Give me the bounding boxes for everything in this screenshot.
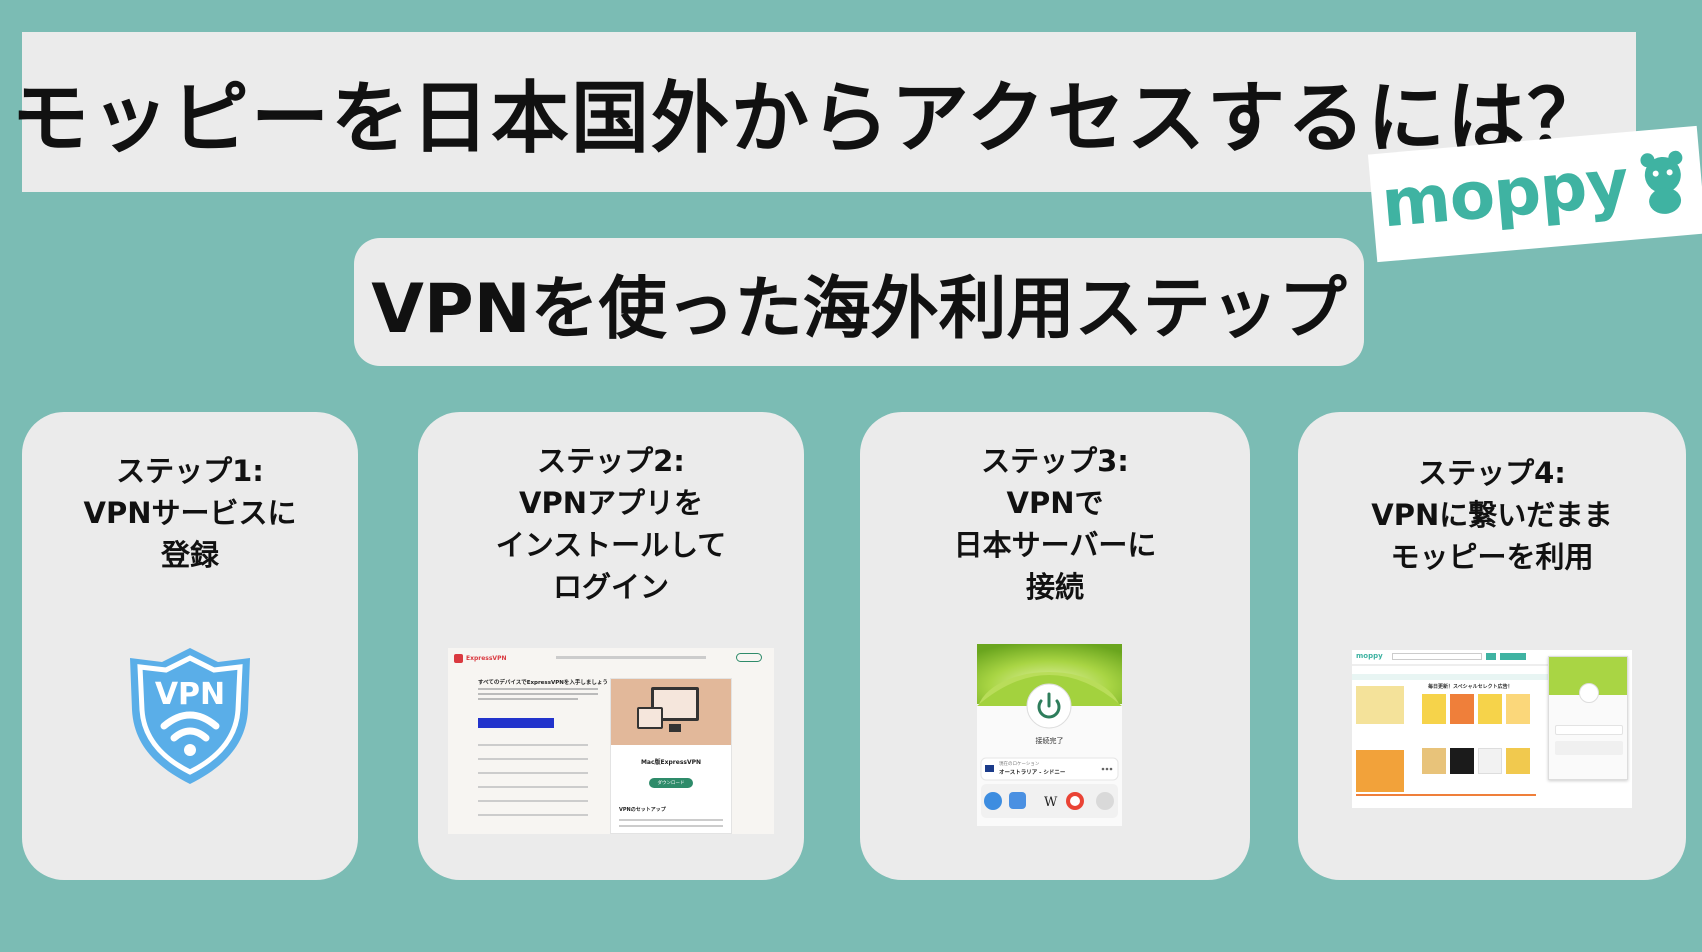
download-button: ダウンロード (649, 778, 693, 788)
panel-title: Mac版ExpressVPN (640, 759, 702, 766)
step-label-2: ステップ2: VPNアプリを インストールして ログイン (495, 444, 727, 604)
step-card-3: ステップ3: VPNで 日本サーバーに 接続 (860, 412, 1250, 880)
step-label-4: ステップ4: VPNに繋いだまま モッピーを利用 (1371, 456, 1613, 574)
step-card-4: ステップ4: VPNに繋いだまま モッピーを利用 moppy 毎日更新！スペシャ… (1298, 412, 1686, 880)
subtitle: VPNを使った海外利用ステップ (371, 269, 1347, 349)
wikipedia-icon: W (1044, 795, 1058, 810)
shield-text: VPN (155, 677, 225, 712)
moppy-logo: moppy (1367, 125, 1702, 263)
step-label-1: ステップ1: VPNサービスに 登録 (83, 454, 297, 572)
page-title: モッピーを日本国外からアクセスするには？ (10, 74, 1608, 164)
expressvpn-brand: ExpressVPN (466, 655, 507, 662)
current-location: オーストラリア - シドニー (999, 770, 1066, 776)
moppy-site-with-vpn-screenshot: moppy 毎日更新！スペシャルセレクト広告！ (1352, 650, 1632, 808)
screenshot-heading: すべてのデバイスでExpressVPNを入手しましょう (478, 680, 608, 686)
expressvpn-download-screenshot: ExpressVPN すべてのデバイスでExpressVPNを入手しましょう M… (448, 648, 774, 834)
logo-text: moppy (1378, 143, 1631, 242)
vpn-shield-icon: VPN (130, 648, 250, 784)
moppy-mini-logo: moppy (1356, 652, 1383, 660)
mascot-icon (1640, 150, 1683, 214)
vpn-connected-screenshot: 接続完了 現在のロケーション オーストラリア - シドニー W (977, 644, 1122, 826)
title-banner: モッピーを日本国外からアクセスするには？ (11, 32, 1636, 192)
banner-text: 毎日更新！スペシャルセレクト広告！ (1428, 684, 1513, 690)
subtitle-banner: VPNを使った海外利用ステップ (354, 238, 1364, 366)
vpn-popup (1548, 656, 1628, 780)
step-label-3: ステップ3: VPNで 日本サーバーに 接続 (953, 444, 1157, 604)
setup-heading: VPNのセットアップ (619, 807, 666, 813)
location-label: 現在のロケーション (999, 762, 1040, 767)
step-card-2: ステップ2: VPNアプリを インストールして ログイン ExpressVPN … (418, 412, 804, 880)
connection-status: 接続完了 (1035, 737, 1064, 745)
step-card-1: ステップ1: VPNサービスに 登録 VPN (22, 412, 358, 880)
expressvpn-logo-icon (454, 654, 463, 663)
